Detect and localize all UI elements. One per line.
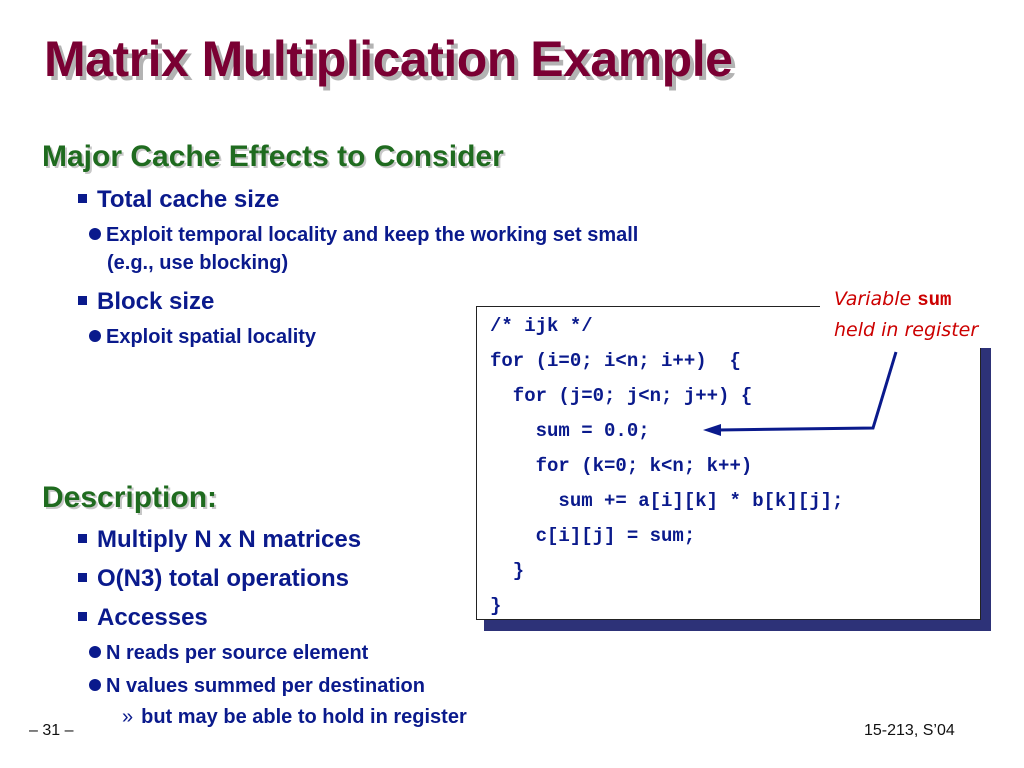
dot-bullet-icon xyxy=(89,330,101,342)
code-line: c[i][j] = sum; xyxy=(490,525,696,547)
code-line: for (k=0; k<n; k++) xyxy=(490,455,753,477)
sub-bullet-text: Exploit temporal locality and keep the w… xyxy=(106,224,639,246)
square-bullet-icon xyxy=(78,534,87,543)
sub-bullet-text: N reads per source element xyxy=(106,642,369,664)
bullet-text: Total cache size xyxy=(97,186,280,213)
square-bullet-icon xyxy=(78,296,87,305)
code-line: sum += a[i][k] * b[k][j]; xyxy=(490,490,844,512)
bullet-multiply-matrices: Multiply N x N matrices xyxy=(78,528,361,552)
square-bullet-icon xyxy=(78,612,87,621)
sub-bullet-temporal-locality: Exploit temporal locality and keep the w… xyxy=(89,221,638,277)
annotation-keyword: sum xyxy=(917,289,952,311)
bullet-block-size: Block size xyxy=(78,290,214,314)
code-line: for (j=0; j<n; j++) { xyxy=(490,385,753,407)
code-line: } xyxy=(490,595,502,617)
sub-sub-bullet-text: but may be able to hold in register xyxy=(141,706,467,728)
bullet-text: Accesses xyxy=(97,604,208,631)
raquo-bullet-icon: » xyxy=(122,706,134,728)
arrow-head xyxy=(703,424,721,436)
dot-bullet-icon xyxy=(89,679,101,691)
bullet-text: Multiply N x N matrices xyxy=(97,526,362,553)
footer-course-label: 15-213, S’04 xyxy=(864,722,955,739)
dot-bullet-icon xyxy=(89,646,101,658)
section-heading-cache-effects: Major Cache Effects to Consider xyxy=(42,140,504,173)
dot-bullet-icon xyxy=(89,228,101,240)
sub-sub-bullet-hold-in-register: » but may be able to hold in register xyxy=(122,706,467,729)
square-bullet-icon xyxy=(78,573,87,582)
bullet-total-operations: O(N3) total operations xyxy=(78,567,349,591)
square-bullet-icon xyxy=(78,194,87,203)
bullet-text: Block size xyxy=(97,288,215,315)
annotation-line-1: Variable sum xyxy=(834,284,978,315)
sub-bullet-values-summed: N values summed per destination xyxy=(89,672,425,700)
footer-page-number: – 31 – xyxy=(29,722,74,739)
sub-bullet-continuation: (e.g., use blocking) xyxy=(107,252,289,274)
annotation-variable-sum: Variable sum held in register xyxy=(834,284,978,345)
bullet-total-cache-size: Total cache size xyxy=(78,188,279,212)
sub-bullet-text: N values summed per destination xyxy=(106,675,425,697)
sub-bullet-text: Exploit spatial locality xyxy=(106,326,317,348)
bullet-accesses: Accesses xyxy=(78,606,208,630)
bullet-text: O(N3) total operations xyxy=(97,565,350,592)
annotation-arrow-icon xyxy=(703,351,898,436)
arrow-line xyxy=(717,351,898,432)
slide-title: Matrix Multiplication Example xyxy=(44,31,733,87)
code-line: sum = 0.0; xyxy=(490,420,650,442)
code-line: } xyxy=(490,560,525,582)
sub-bullet-spatial-locality: Exploit spatial locality xyxy=(89,323,316,351)
annotation-prefix: Variable xyxy=(834,288,918,310)
code-lines: /* ijk */ for (i=0; i<n; i++) { for (j=0… xyxy=(490,309,843,624)
section-heading-description: Description: xyxy=(42,481,218,514)
code-listing: /* ijk */ for (i=0; i<n; i++) { for (j=0… xyxy=(476,306,981,620)
annotation-background xyxy=(820,288,1020,348)
code-line: for (i=0; i<n; i++) { xyxy=(490,350,741,372)
sub-bullet-reads-per-source: N reads per source element xyxy=(89,639,368,667)
code-line: /* ijk */ xyxy=(490,315,593,337)
annotation-line-2: held in register xyxy=(834,319,979,341)
